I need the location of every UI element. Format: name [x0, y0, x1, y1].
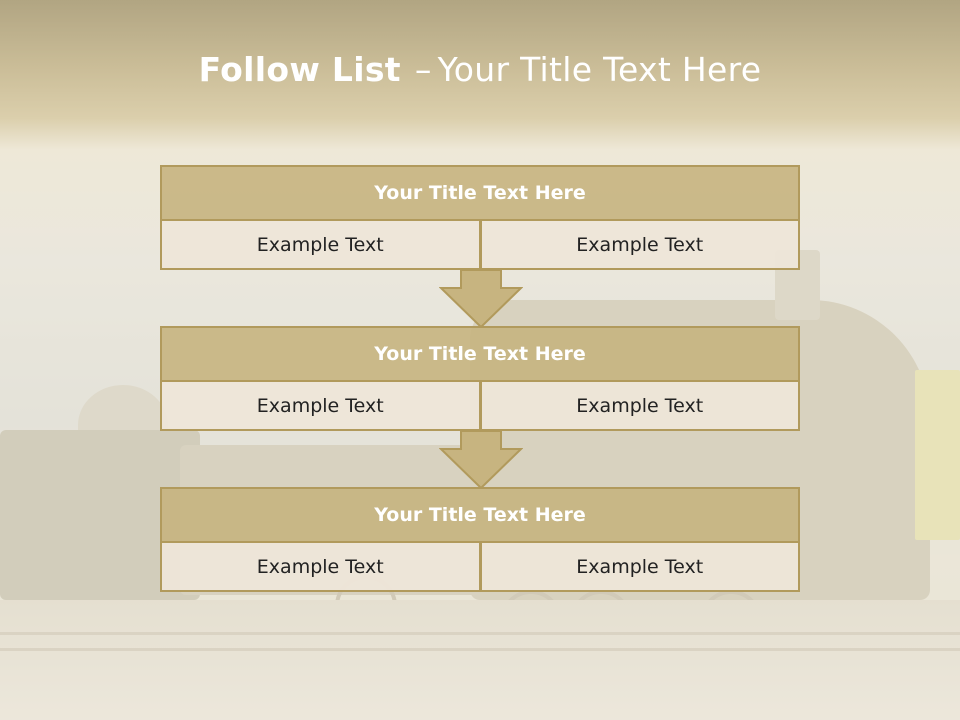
block-1: Your Title Text Here Example Text Exampl…: [160, 165, 800, 270]
title-separator: –: [414, 50, 432, 89]
block-cell-right: Example Text: [480, 221, 800, 270]
block-row: Example Text Example Text: [160, 221, 800, 270]
block-cell-left: Example Text: [160, 543, 481, 592]
block-row: Example Text Example Text: [160, 543, 800, 592]
ground: [0, 600, 960, 720]
block-cell-left: Example Text: [160, 382, 481, 431]
block-3: Your Title Text Here Example Text Exampl…: [160, 487, 800, 592]
rail: [0, 648, 960, 651]
block-cell-right: Example Text: [480, 382, 800, 431]
block-cell-right: Example Text: [480, 543, 800, 592]
down-arrow-icon: [439, 431, 523, 489]
title-rest: Your Title Text Here: [437, 50, 762, 89]
block-title: Your Title Text Here: [160, 487, 800, 543]
yellow-car: [915, 370, 960, 540]
title-bold: Follow List: [198, 50, 401, 89]
block-2: Your Title Text Here Example Text Exampl…: [160, 326, 800, 431]
block-title: Your Title Text Here: [160, 165, 800, 221]
block-title: Your Title Text Here: [160, 326, 800, 382]
block-row: Example Text Example Text: [160, 382, 800, 431]
block-cell-left: Example Text: [160, 221, 481, 270]
down-arrow-icon: [439, 270, 523, 328]
slide-title: Follow List–Your Title Text Here: [0, 50, 960, 89]
rail: [0, 632, 960, 635]
